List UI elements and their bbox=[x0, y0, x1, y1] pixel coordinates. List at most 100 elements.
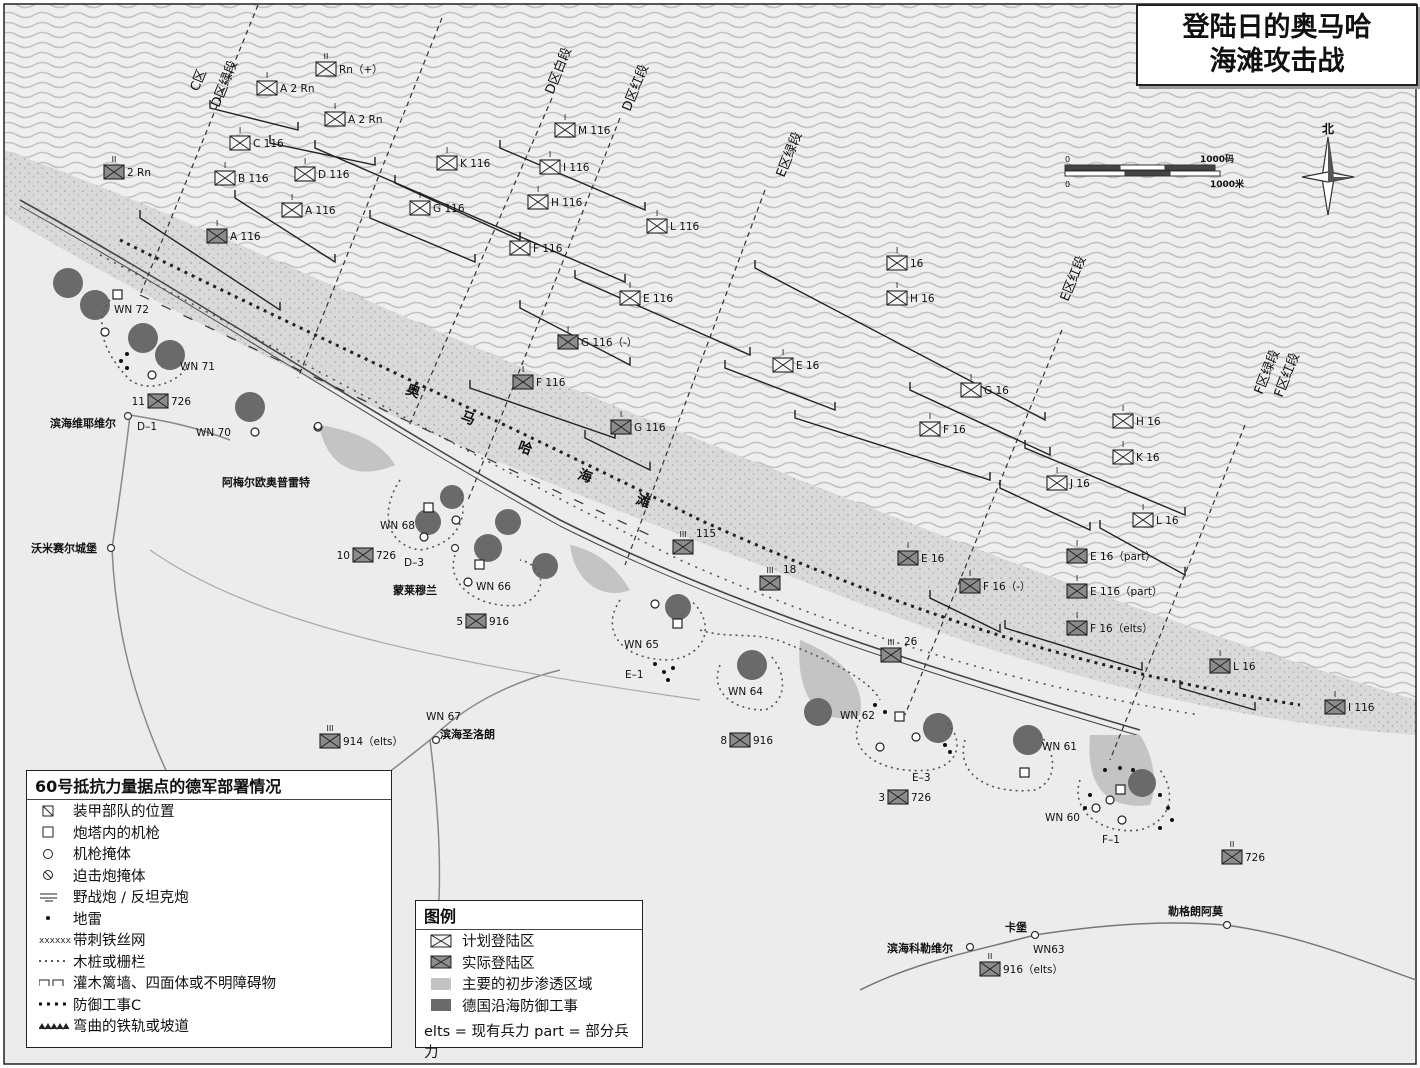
mortar-marker bbox=[911, 732, 921, 742]
beach-label-char: 滩 bbox=[634, 491, 653, 512]
beach-sand-dots bbox=[4, 150, 1416, 735]
legend-main-item: 德国沿海防御工事 bbox=[416, 995, 642, 1017]
place-label: 勒格朗阿莫 bbox=[1168, 904, 1224, 918]
planned-unit-label: H 116 bbox=[551, 197, 583, 209]
legend-wn60-item: 机枪掩体 bbox=[27, 843, 391, 865]
planned-unit-label: A 116 bbox=[305, 205, 336, 217]
planned-unit-label: K 16 bbox=[1136, 452, 1160, 464]
planned-unit-label: E 16 bbox=[796, 360, 820, 372]
actual-landing-unit bbox=[610, 419, 632, 435]
unit-echelon: I bbox=[537, 185, 539, 194]
strongpoint-label: WN 66 bbox=[476, 581, 511, 593]
legend-wn60-item: 灌木篱墙、四面体或不明障碍物 bbox=[27, 972, 391, 994]
german-unit-prefix: 3 bbox=[878, 792, 885, 804]
unit-echelon: I bbox=[929, 412, 931, 421]
rail-icon bbox=[39, 1019, 73, 1033]
actual-landing-unit bbox=[759, 575, 781, 591]
planned-unit-label: M 116 bbox=[578, 125, 611, 137]
scale-bar bbox=[1064, 164, 1221, 177]
actual-unit-label: F 116 bbox=[536, 377, 566, 389]
unit-echelon: I bbox=[1076, 539, 1078, 548]
legend-item-label: 装甲部队的位置 bbox=[73, 804, 175, 821]
german-unit bbox=[319, 733, 341, 749]
minefields bbox=[119, 352, 1174, 830]
german-unit bbox=[979, 961, 1001, 977]
german-bunker bbox=[737, 650, 767, 680]
planned-landing-unit bbox=[281, 202, 303, 218]
strongpoint-label: WN 60 bbox=[1045, 812, 1080, 824]
scale-meters-label: 1000米 bbox=[1210, 178, 1245, 190]
german-unit-prefix: 5 bbox=[456, 616, 463, 628]
german-unit-label: 726 bbox=[171, 396, 191, 408]
german-unit-label: 726 bbox=[1245, 852, 1265, 864]
exit-label: F–1 bbox=[1102, 834, 1120, 846]
unit-echelon: II bbox=[324, 52, 329, 61]
planned-landing-unit bbox=[646, 218, 668, 234]
unit-echelon: I bbox=[969, 569, 971, 578]
turret-mg-marker bbox=[112, 289, 123, 300]
unit-echelon: I bbox=[224, 161, 226, 170]
german-unit-prefix: 10 bbox=[337, 550, 350, 562]
legend-item-label: 防御工事C bbox=[73, 997, 142, 1014]
place-label: 卡堡 bbox=[1005, 920, 1027, 934]
legend-item-label: 弯曲的铁轨或坡道 bbox=[73, 1019, 189, 1036]
legend-footnote: elts = 现有兵力 part = 部分兵力 bbox=[424, 1024, 629, 1061]
planned-landing-unit bbox=[436, 155, 458, 171]
planned-unit-label: 16 bbox=[910, 258, 924, 270]
planned-unit-label: H 16 bbox=[910, 293, 935, 305]
mg-icon bbox=[39, 847, 73, 861]
mg-bunker-marker bbox=[451, 515, 461, 525]
german-unit-label: 726 bbox=[911, 792, 931, 804]
german-bunker bbox=[1013, 725, 1043, 755]
legend-item-label: 木桩或栅栏 bbox=[73, 954, 146, 971]
armor-marker bbox=[423, 502, 434, 513]
unit-echelon: I bbox=[1122, 440, 1124, 449]
german-bunker bbox=[415, 509, 441, 535]
legend-wn60-title: 60号抵抗力量据点的德军部署情况 bbox=[27, 771, 391, 800]
german-unit bbox=[147, 393, 169, 409]
mine-icon bbox=[39, 911, 73, 925]
landing-brackets bbox=[139, 100, 1256, 711]
place-label: 滨海维耶维尔 bbox=[50, 416, 116, 430]
mg-bunker-marker bbox=[650, 599, 660, 609]
actual-unit-label: I 116 bbox=[1348, 702, 1375, 714]
german-bunker bbox=[80, 290, 110, 320]
german-bunker bbox=[1128, 769, 1156, 797]
penetration-area bbox=[320, 425, 395, 472]
planned-landing-unit bbox=[256, 80, 278, 96]
place-label: 滨海科勒维尔 bbox=[887, 941, 953, 955]
svg-text:xxxxxx: xxxxxx bbox=[39, 936, 71, 946]
unit-echelon: I bbox=[1334, 690, 1336, 699]
planned-unit-label: J 16 bbox=[1069, 478, 1090, 490]
planned-landing-unit bbox=[886, 290, 908, 306]
planned-landing-unit bbox=[409, 200, 431, 216]
unit-echelon: II bbox=[112, 155, 117, 164]
coastal-road-2 bbox=[19, 205, 1141, 737]
planned-unit-label: H 16 bbox=[1136, 416, 1161, 428]
german-unit-label: 916（elts） bbox=[1003, 964, 1063, 976]
scale-yards-label: 1000码 bbox=[1200, 154, 1234, 165]
unit-echelon: I bbox=[1056, 466, 1058, 475]
unit-echelon: I bbox=[896, 246, 898, 255]
mortar-marker bbox=[875, 742, 885, 752]
place-marker bbox=[450, 543, 460, 553]
unit-echelon: II bbox=[988, 952, 993, 961]
unit-echelon: III bbox=[679, 530, 686, 539]
planned-landing-unit bbox=[324, 111, 346, 127]
place-marker bbox=[123, 411, 133, 421]
place-label: 阿梅尔欧奥普雷特 bbox=[222, 475, 310, 489]
actual-landing-unit bbox=[1209, 658, 1231, 674]
actual-unit-label: 26 bbox=[904, 636, 918, 648]
road-vierville bbox=[110, 414, 181, 801]
legend-item-label: 德国沿海防御工事 bbox=[462, 998, 578, 1015]
german-unit-label: 916 bbox=[753, 735, 773, 747]
actual-unit-label: 18 bbox=[783, 564, 796, 576]
planned-landing-unit bbox=[1112, 413, 1134, 429]
unit-echelon: I bbox=[304, 157, 306, 166]
road-vierville-2 bbox=[129, 414, 231, 441]
german-bunker bbox=[532, 553, 558, 579]
planned-unit-label: L 116 bbox=[670, 221, 700, 233]
unit-echelon: I bbox=[656, 209, 658, 218]
german-bunker bbox=[128, 323, 158, 353]
